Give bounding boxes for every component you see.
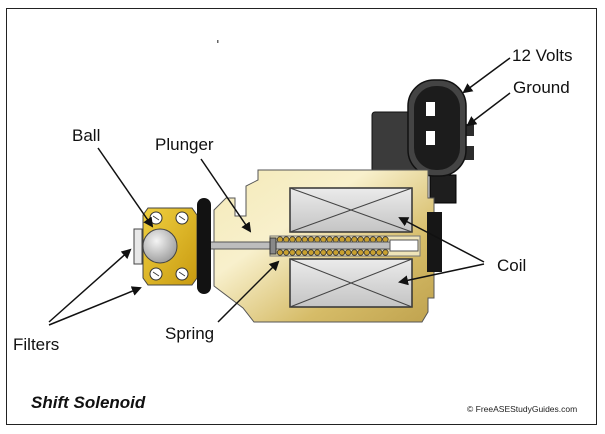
arrow-ground — [466, 92, 511, 127]
spring-coil — [314, 249, 321, 256]
label-ground: Ground — [513, 78, 570, 97]
check-ball — [142, 228, 178, 264]
spring-coil — [295, 249, 302, 256]
spring-coil — [357, 249, 364, 256]
label-filters: Filters — [13, 335, 60, 354]
spring-coil — [369, 249, 377, 256]
spring-coil — [363, 236, 370, 243]
spring-coil — [326, 236, 333, 243]
arrow-ball — [97, 147, 154, 228]
spring-coil — [351, 236, 358, 243]
label-plunger: Plunger — [155, 135, 214, 154]
label-spring: Spring — [165, 324, 215, 343]
spring-coil — [314, 236, 321, 243]
spring — [276, 236, 389, 256]
coil-winding-top — [289, 187, 413, 233]
label-ball: Ball — [72, 126, 101, 145]
arrow-coil-top — [398, 217, 485, 263]
spring-coil — [276, 249, 284, 256]
spring-coil — [283, 249, 290, 256]
spring-coil — [289, 236, 296, 243]
label-coil: Coil — [497, 256, 527, 275]
spring-coil — [326, 249, 333, 256]
coil-winding-bottom — [289, 258, 413, 308]
plunger-tip — [389, 239, 419, 252]
spring-coil — [338, 249, 346, 256]
spring-coil — [376, 249, 383, 256]
spring-coil — [295, 236, 302, 243]
arrow-plunger — [200, 158, 252, 233]
spring-coil — [351, 249, 358, 256]
electrical-connector — [371, 79, 474, 204]
spring-coil — [382, 249, 389, 256]
arrow-spring — [217, 260, 280, 323]
label-12-volts: 12 Volts — [512, 46, 573, 65]
leader-arrows — [48, 57, 511, 326]
spring-coil — [338, 236, 346, 243]
spring-coil — [332, 249, 339, 256]
spring-coil — [382, 236, 389, 243]
spring-coil — [345, 249, 352, 256]
arrow-coil-bottom — [398, 263, 485, 286]
spring-coil — [301, 236, 308, 243]
spring-coil — [320, 236, 327, 243]
spring-coil — [320, 249, 327, 256]
spring-coil — [332, 236, 339, 243]
end-cap — [427, 212, 442, 272]
spring-coil — [357, 236, 364, 243]
arrow-12-volts — [462, 57, 511, 94]
spring-coil — [289, 249, 296, 256]
spring-coil — [307, 236, 315, 243]
spring-coil — [301, 249, 308, 256]
arrow-filter-top — [48, 248, 132, 323]
connector-pin-ground — [426, 131, 435, 145]
filter-screen — [133, 228, 143, 265]
seal-ring — [197, 198, 211, 294]
spring-coil — [363, 249, 370, 256]
spring-coil — [376, 236, 383, 243]
spring-coil — [345, 236, 352, 243]
connector-pin-12v — [426, 102, 435, 116]
diagram-title: Shift Solenoid — [31, 393, 146, 412]
spring-coil — [276, 236, 284, 243]
plunger-stop — [269, 237, 277, 255]
spring-coil — [283, 236, 290, 243]
arrow-filter-bottom — [48, 286, 142, 326]
credit-text: © FreeASEStudyGuides.com — [467, 404, 578, 414]
spring-coil — [369, 236, 377, 243]
spring-coil — [307, 249, 315, 256]
